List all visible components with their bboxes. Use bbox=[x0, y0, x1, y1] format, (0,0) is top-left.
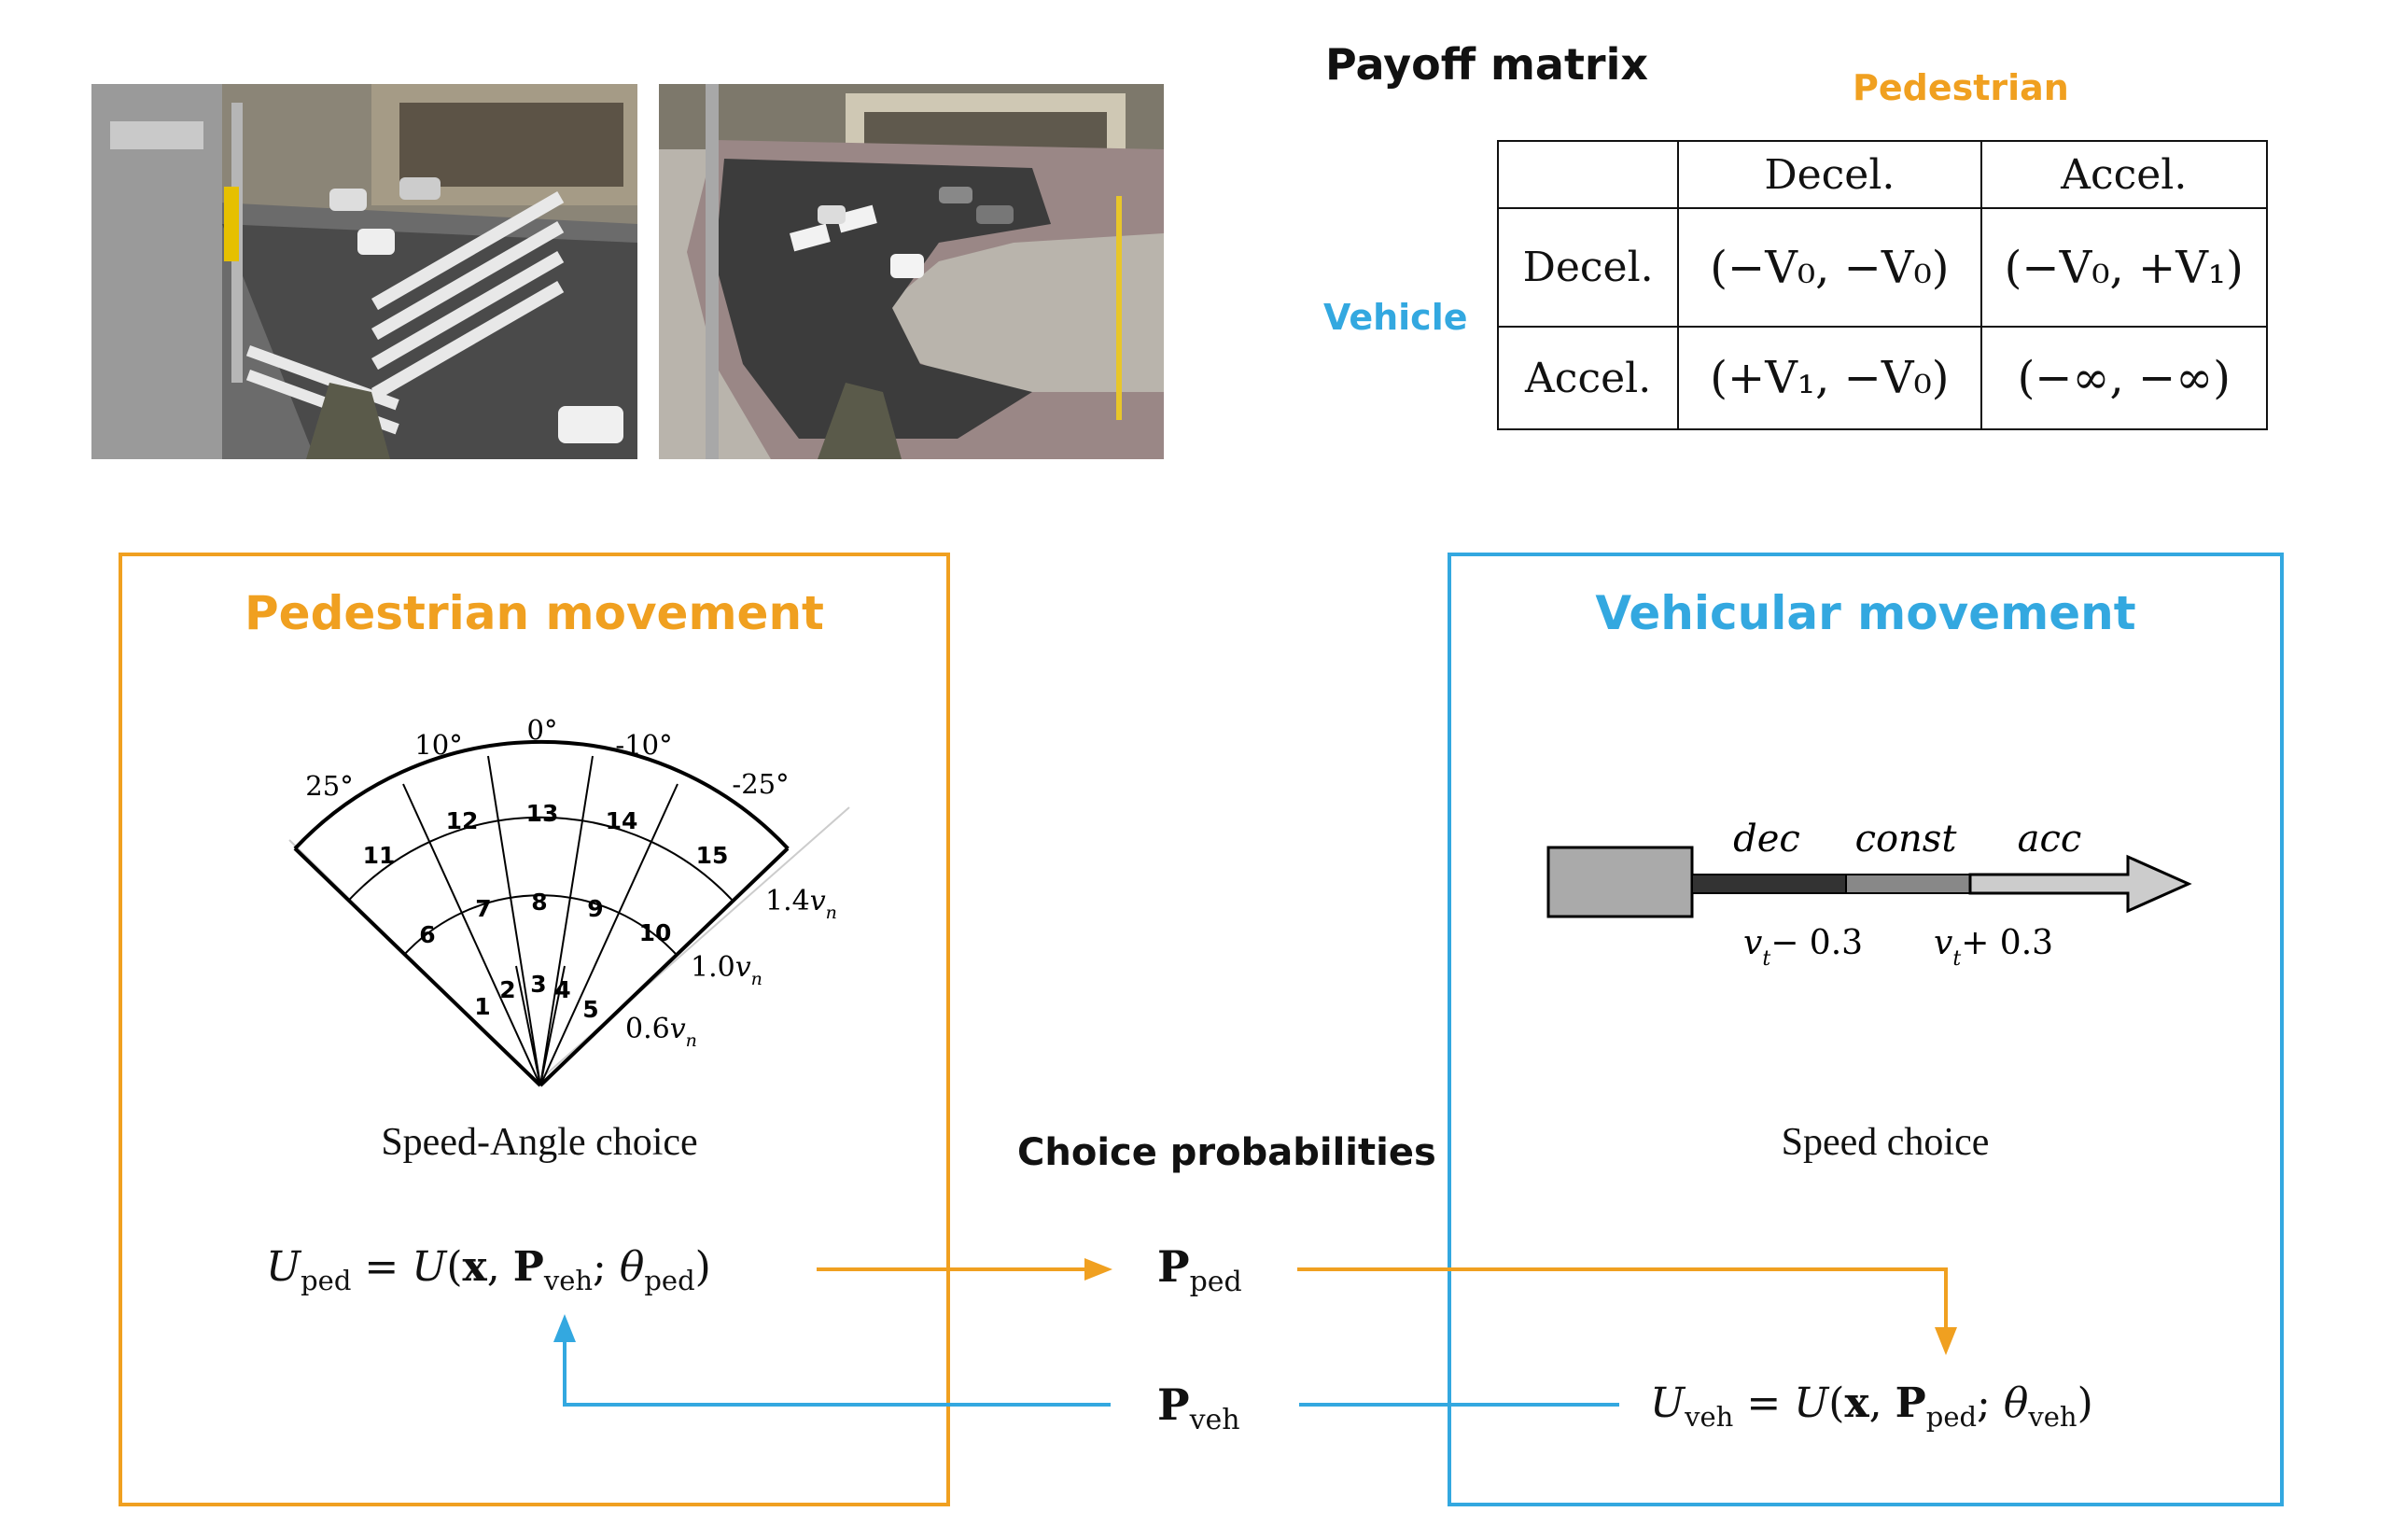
arrow-ped-utility-to-p-ped bbox=[817, 1258, 1112, 1281]
pedestrian-utility-formula: Uped = U(x, Pveh; θped) bbox=[266, 1243, 711, 1296]
threshold-low-label: vt− 0.3 bbox=[1743, 924, 1863, 971]
fan-cell-3: 3 bbox=[530, 971, 546, 998]
angle-label-10: 10° bbox=[414, 729, 462, 761]
p-ped-symbol: Pped bbox=[1157, 1241, 1242, 1299]
payoff-corner bbox=[1496, 140, 1680, 209]
payoff-matrix: Decel. Accel. Decel. (−V₀, −V₀) (−V₀, +V… bbox=[1496, 140, 2269, 430]
vehicle-panel-title: Vehicular movement bbox=[1595, 586, 2136, 640]
choice-probabilities-title: Choice probabilities bbox=[1017, 1131, 1436, 1174]
angle-label-0: 0° bbox=[527, 714, 558, 746]
intersection-photo-2 bbox=[659, 84, 1164, 459]
payoff-cell: (−∞, −∞) bbox=[1979, 326, 2269, 430]
pedestrian-panel bbox=[119, 553, 950, 1506]
pedestrian-panel-title: Pedestrian movement bbox=[245, 586, 824, 640]
threshold-high-label: vt+ 0.3 bbox=[1934, 924, 2053, 971]
speed-segment-dec: dec bbox=[1733, 818, 1800, 861]
fan-cell-9: 9 bbox=[587, 895, 603, 922]
angle-label-minus-10: -10° bbox=[615, 729, 672, 761]
fan-cell-4: 4 bbox=[554, 976, 570, 1003]
speed-angle-fan-diagram: 1 2 3 4 5 6 7 8 9 10 11 12 13 14 15 25° … bbox=[288, 714, 850, 1087]
speed-segment-acc: acc bbox=[2018, 818, 2082, 861]
speed-label-1-0: 1.0vn bbox=[691, 951, 762, 989]
payoff-row-header: Accel. bbox=[1496, 326, 1680, 430]
arrow-p-veh-to-ped-utility bbox=[553, 1314, 1111, 1407]
payoff-col-player-label: Pedestrian bbox=[1853, 67, 2069, 108]
fan-cell-7: 7 bbox=[475, 895, 491, 922]
fan-cell-2: 2 bbox=[499, 976, 515, 1003]
fan-cell-13: 13 bbox=[526, 800, 559, 827]
fan-cell-14: 14 bbox=[606, 807, 638, 834]
fan-cell-6: 6 bbox=[419, 921, 435, 948]
fan-cell-8: 8 bbox=[531, 889, 547, 916]
intersection-photo-1 bbox=[91, 84, 637, 459]
p-veh-symbol: Pveh bbox=[1157, 1379, 1240, 1437]
angle-label-25: 25° bbox=[305, 770, 353, 802]
fan-cell-12: 12 bbox=[446, 807, 479, 834]
speed-label-0-6: 0.6vn bbox=[625, 1013, 697, 1051]
payoff-cell: (−V₀, +V₁) bbox=[1979, 207, 2269, 328]
payoff-row-header: Decel. bbox=[1496, 207, 1680, 328]
fan-cell-10: 10 bbox=[639, 919, 672, 946]
payoff-title: Payoff matrix bbox=[1325, 39, 1649, 90]
payoff-cell: (−V₀, −V₀) bbox=[1677, 207, 1982, 328]
payoff-col-header: Accel. bbox=[1979, 140, 2269, 209]
payoff-col-header: Decel. bbox=[1677, 140, 1982, 209]
vehicle-caption: Speed choice bbox=[1781, 1121, 1990, 1164]
speed-label-1-4: 1.4vn bbox=[765, 885, 837, 923]
fan-cell-1: 1 bbox=[474, 993, 490, 1020]
fan-cell-15: 15 bbox=[696, 842, 729, 869]
angle-label-minus-25: -25° bbox=[732, 768, 789, 800]
fan-cell-11: 11 bbox=[363, 842, 396, 869]
vehicle-panel bbox=[1448, 553, 2284, 1506]
vehicle-utility-formula: Uveh = U(x, Pped; θveh) bbox=[1650, 1379, 2093, 1433]
arrow-p-ped-to-veh-utility bbox=[1297, 1267, 1957, 1355]
pedestrian-caption: Speed-Angle choice bbox=[381, 1121, 698, 1164]
speed-segment-const: const bbox=[1855, 818, 1958, 861]
payoff-row-player-label: Vehicle bbox=[1323, 297, 1468, 338]
fan-cell-5: 5 bbox=[582, 996, 598, 1023]
payoff-cell: (+V₁, −V₀) bbox=[1677, 326, 1982, 430]
vehicle-speed-bar: dec const acc vt− 0.3 vt+ 0.3 bbox=[1546, 818, 2192, 971]
